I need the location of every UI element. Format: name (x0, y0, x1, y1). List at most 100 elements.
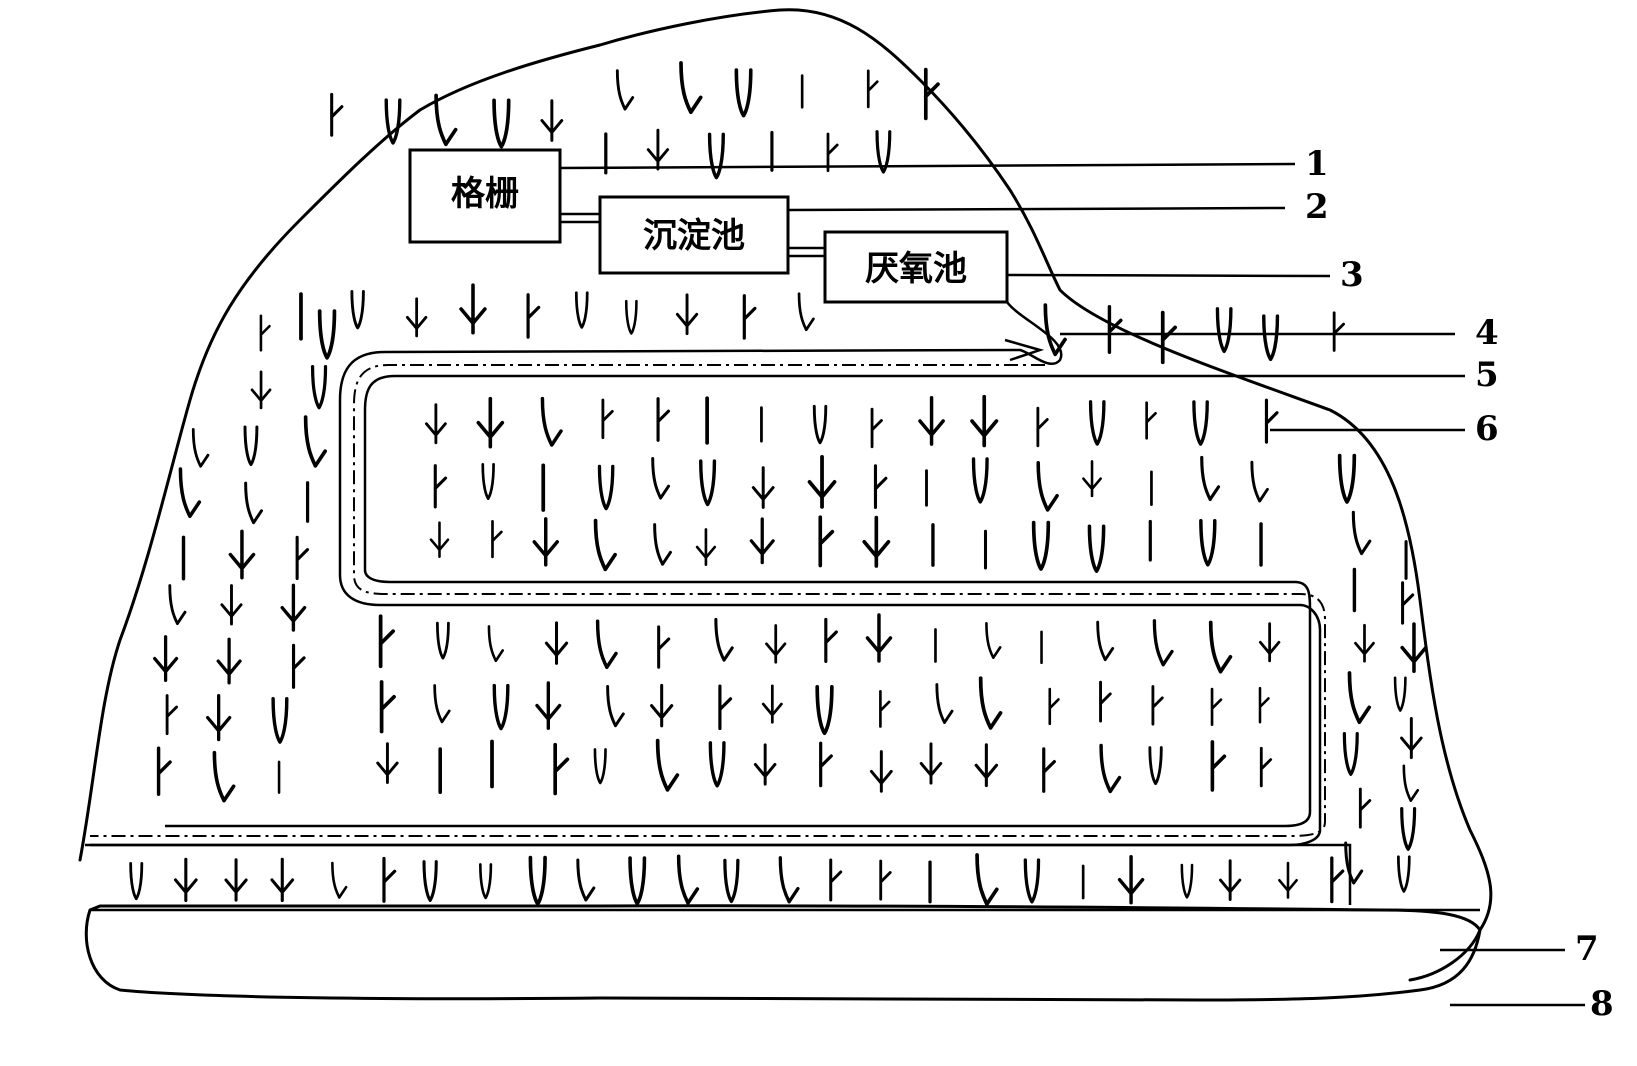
plant-icon (378, 614, 395, 669)
callout-6: 6 (1475, 409, 1499, 449)
serpentine-channel-inner (165, 374, 1312, 828)
plant-icon (1199, 518, 1217, 567)
callout-7: 7 (1575, 929, 1599, 969)
plant-icon (734, 68, 753, 118)
plant-icon (1278, 861, 1298, 899)
plant-icon (1401, 581, 1415, 625)
plant-icon (310, 365, 328, 410)
plant-icon (433, 684, 451, 724)
plant-icon (376, 742, 399, 784)
plant-icon (491, 519, 503, 559)
mound-outline (78, 8, 1493, 982)
plant-icon (178, 467, 202, 519)
plant-icon (476, 396, 505, 449)
plant-icon (707, 132, 725, 180)
plant-icon (220, 584, 243, 626)
plant-icon (1218, 859, 1242, 901)
plant-icon (1088, 400, 1106, 446)
plant-icon (243, 425, 259, 467)
plant-icon (749, 517, 775, 565)
base-layer (84, 904, 1482, 1002)
plant-icon (935, 683, 954, 724)
plant-icon (574, 291, 589, 329)
plant-icon (1192, 400, 1209, 446)
plant-icon (815, 684, 834, 736)
plant-icon (1347, 671, 1372, 724)
plant-icon (628, 856, 647, 906)
plant-icon (434, 93, 458, 147)
plant-icon (1208, 620, 1233, 674)
plant-icon (699, 459, 717, 507)
plant-icon (797, 292, 815, 332)
callout-3: 3 (1340, 255, 1364, 295)
plant-icon (656, 397, 671, 442)
plant-icon (1087, 524, 1106, 573)
plant-icon (535, 681, 562, 730)
plant-icon (1031, 520, 1051, 571)
plant-icon (405, 297, 428, 338)
plant-icon (1250, 460, 1269, 503)
anaerobic-tank-box (823, 230, 1009, 304)
plant-icon (1082, 460, 1102, 498)
plant-icon (971, 457, 989, 504)
plant-icon (869, 750, 893, 793)
plant-icon (1332, 311, 1345, 352)
plant-icon (1215, 307, 1233, 354)
plant-icon (751, 466, 775, 509)
plant-icon (765, 624, 787, 664)
serpentine-channel-outer (90, 301, 1322, 847)
plant-icon (168, 584, 187, 626)
plant-icon (1210, 687, 1223, 726)
plant-icon (1337, 453, 1357, 504)
plant-icon (459, 283, 487, 335)
plant-icon (191, 428, 210, 468)
plant-icon (818, 515, 835, 568)
plant-icon (165, 694, 179, 735)
plant-icon (1351, 510, 1372, 556)
plant-icon (923, 67, 940, 121)
plant-icon (1344, 841, 1364, 885)
plant-icon (1160, 310, 1177, 365)
serpentine-channel-dashed (90, 364, 1326, 837)
plant-icon (206, 693, 232, 742)
plant-icon (679, 61, 703, 115)
plant-icon (879, 859, 892, 901)
plant-icon (1099, 743, 1122, 794)
plant-icon (918, 396, 945, 446)
plant-icon (1043, 303, 1067, 357)
plant-icon (970, 394, 999, 448)
plant-icon (244, 481, 263, 525)
plant-icon (532, 517, 559, 567)
plant-icon (1099, 680, 1112, 723)
flow-arrow (1004, 338, 1045, 362)
plant-icon (824, 617, 838, 663)
plant-icon (487, 625, 505, 663)
plant-icon (436, 621, 450, 660)
plant-icon (429, 521, 450, 558)
plant-icon (291, 643, 306, 689)
plant-icon (576, 858, 596, 902)
plant-icon (259, 314, 271, 352)
plant-icon (650, 683, 674, 728)
plant-icon (1023, 858, 1041, 904)
plant-icon (875, 130, 892, 174)
plant-icon (212, 750, 236, 803)
plant-icon (865, 613, 893, 663)
plant-icon (1036, 406, 1049, 448)
plant-icon (153, 635, 179, 682)
sedimentation-tank-box (598, 195, 790, 275)
callout-2: 2 (1305, 187, 1329, 227)
plant-icon (382, 856, 397, 903)
plant-icon (1152, 619, 1174, 667)
plant-icon (646, 128, 670, 171)
plant-icon (1400, 806, 1417, 851)
plant-icon (675, 293, 699, 336)
plant-icon (1258, 622, 1281, 663)
anaerobic-tank-label: 厌氧池 (865, 249, 967, 289)
plant-icon (250, 370, 272, 410)
plant-icon (653, 523, 672, 566)
plant-icon (615, 69, 635, 111)
plant-icon (624, 299, 638, 335)
plant-icon (1107, 304, 1123, 354)
plant-icon (540, 99, 564, 142)
